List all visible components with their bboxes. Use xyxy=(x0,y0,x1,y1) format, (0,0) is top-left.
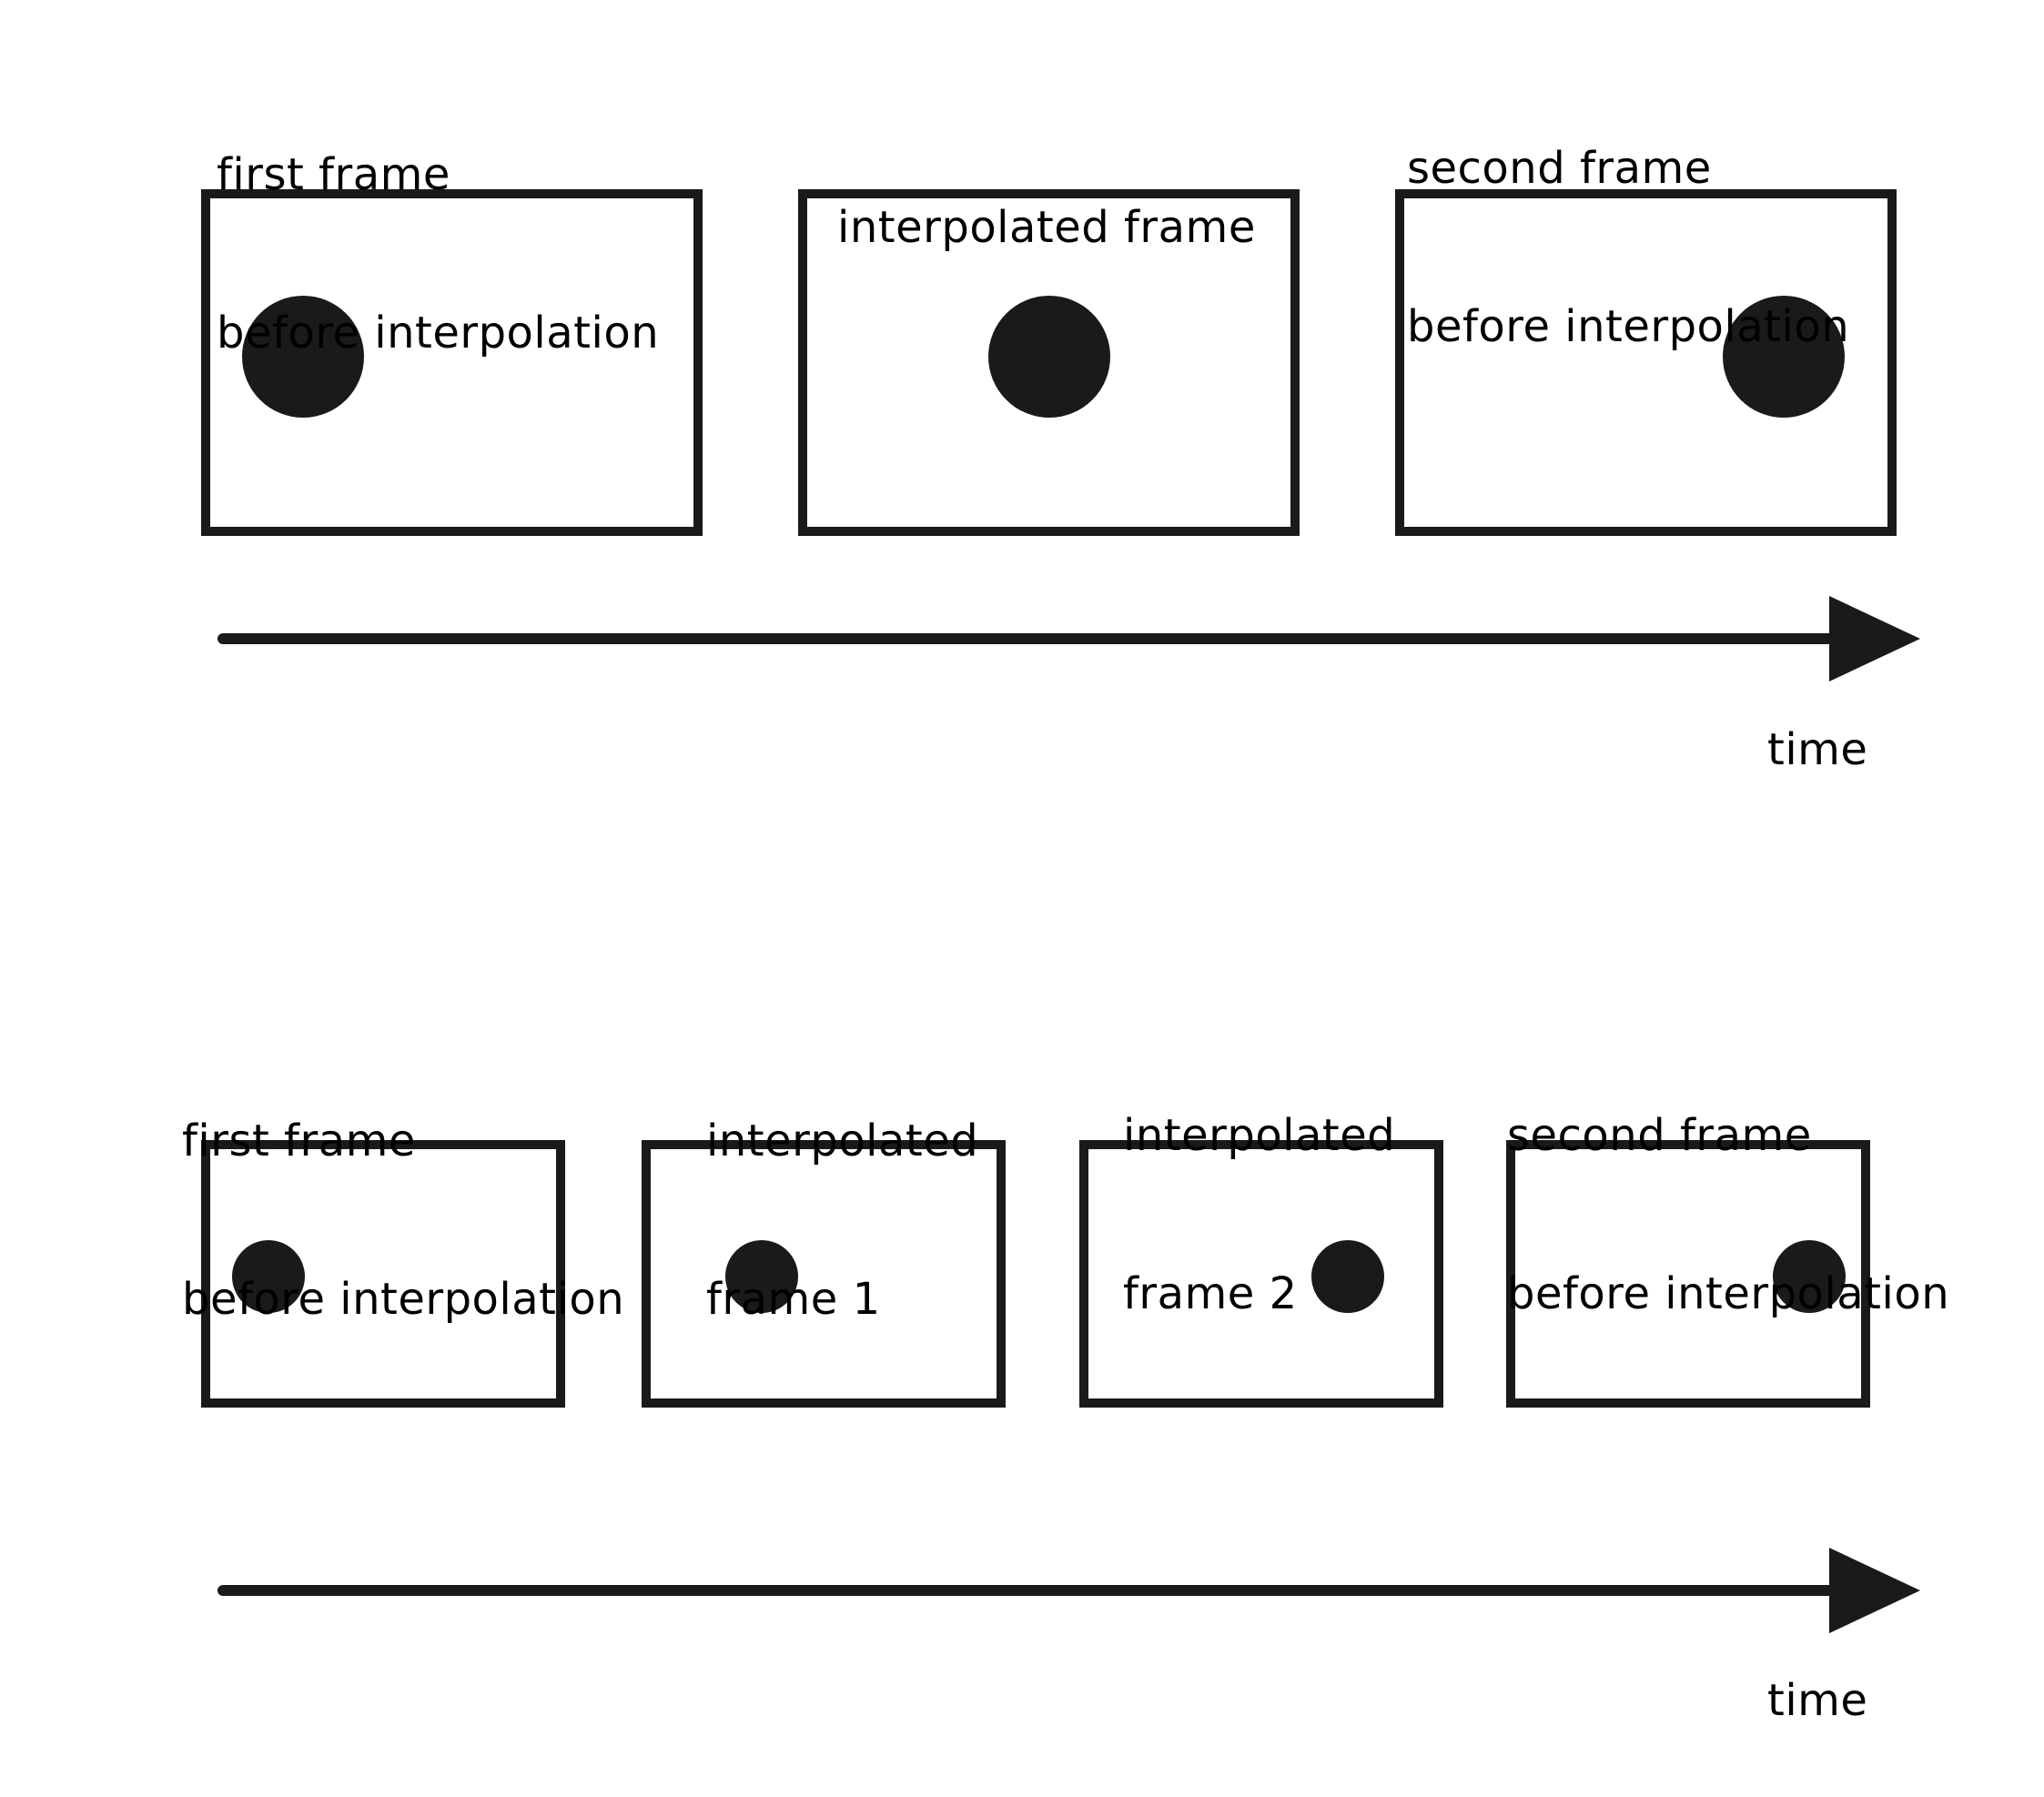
top-frame-2-label-line1: interpolated frame xyxy=(837,201,1256,254)
bottom-frame-1-label-line2: before interpolation xyxy=(182,1273,624,1326)
top-frame-3-label-line1: second frame xyxy=(1407,142,1849,195)
bottom-frame-2-label-line2: frame 1 xyxy=(706,1273,978,1326)
top-frame-1-label-line2: before interpolation xyxy=(217,307,659,359)
bottom-frame-4-label: second frame before interpolation xyxy=(1507,1004,1949,1426)
top-frame-3-label: second frame before interpolation xyxy=(1407,36,1849,459)
top-time-label: time xyxy=(1767,723,1867,776)
bottom-frame-2-label-line1: interpolated xyxy=(706,1115,978,1167)
top-frame-2-label: interpolated frame xyxy=(837,96,1256,359)
top-frame-1-label-line1: first frame xyxy=(217,148,659,201)
bottom-frame-2-label: interpolated frame 1 xyxy=(706,1009,978,1431)
top-time-axis-arrowhead xyxy=(1829,596,1920,681)
bottom-frame-4-label-line2: before interpolation xyxy=(1507,1267,1949,1320)
top-frame-1-label: first frame before interpolation xyxy=(217,43,659,465)
bottom-frame-3-label-line2: frame 2 xyxy=(1123,1267,1395,1320)
bottom-frame-3-label: interpolated frame 2 xyxy=(1123,1004,1395,1426)
bottom-frame-4-label-line1: second frame xyxy=(1507,1109,1949,1162)
top-frame-3-label-line2: before interpolation xyxy=(1407,300,1849,353)
bottom-frame-1-label-line1: first frame xyxy=(182,1115,624,1167)
bottom-frame-1-label: first frame before interpolation xyxy=(182,1009,624,1431)
bottom-time-axis-arrowhead xyxy=(1829,1548,1920,1633)
bottom-time-label: time xyxy=(1767,1674,1867,1727)
bottom-frame-3-label-line1: interpolated xyxy=(1123,1109,1395,1162)
